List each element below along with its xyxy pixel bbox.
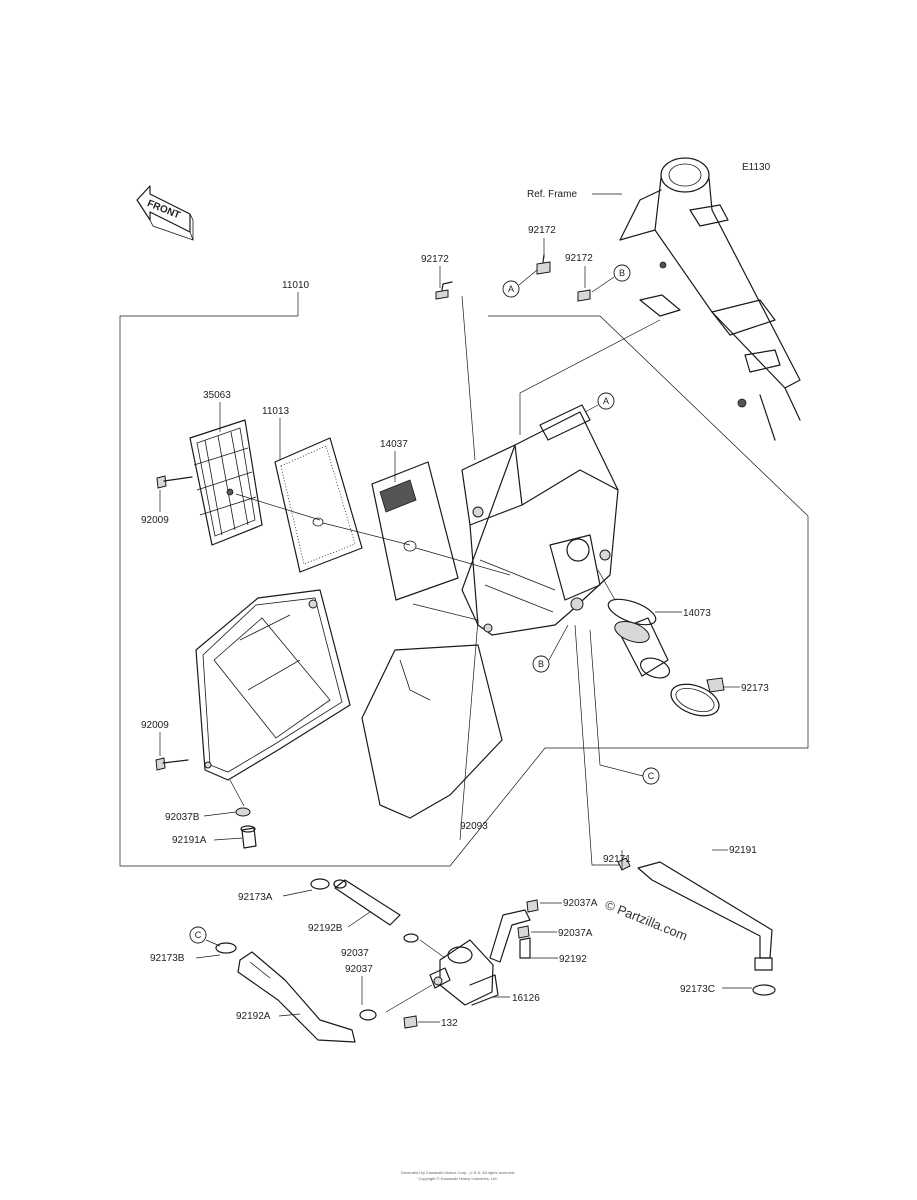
label-35063: 35063 [203, 390, 231, 401]
label-16126: 16126 [512, 993, 540, 1004]
label-11013: 11013 [262, 406, 290, 417]
label-14037: 14037 [380, 439, 408, 450]
frame-reference-drawing [619, 157, 801, 441]
footer-line-2: Copyright © Kawasaki Heavy Industries, L… [418, 1176, 497, 1181]
element-11013 [274, 437, 363, 573]
label-92173: 92173 [741, 683, 769, 694]
clip-92037a-2 [517, 925, 530, 939]
label-132: 132 [441, 1018, 458, 1029]
air-cleaner-housing [461, 404, 619, 636]
callout-b-1: B [619, 268, 625, 278]
frame-label: Ref. Frame [527, 189, 577, 200]
label-92172-top: 92172 [421, 254, 449, 265]
bolt-92172-top [435, 281, 453, 300]
label-11010: 11010 [282, 280, 310, 291]
label-92009-bottom: 92009 [141, 720, 169, 731]
label-92171: 92171 [603, 854, 631, 865]
clip-92037-1 [403, 933, 419, 943]
callout-c-2: C [195, 930, 202, 940]
label-92192: 92192 [559, 954, 587, 965]
label-92192b: 92192B [308, 923, 343, 934]
label-92173c: 92173C [680, 984, 715, 995]
band-14073 [607, 598, 671, 679]
front-arrow-label: FRONT [146, 198, 182, 221]
gasket-92093 [361, 644, 503, 819]
valve-16126 [429, 939, 499, 1006]
air-cleaner-cover [195, 589, 351, 781]
label-92173b: 92173B [150, 953, 185, 964]
label-92037-1: 92037 [341, 948, 369, 959]
label-92037a-2: 92037A [558, 928, 593, 939]
callout-a-2: A [603, 396, 609, 406]
clamp-92173 [670, 677, 725, 717]
bolt-132 [403, 1015, 418, 1029]
assembly-boundary [119, 315, 809, 867]
hose-92191a [240, 825, 257, 849]
label-92172-a: 92172 [528, 225, 556, 236]
callout-a-1: A [508, 284, 514, 294]
label-92093: 92093 [460, 821, 488, 832]
clip-92037a-1 [526, 899, 539, 913]
label-92037-2: 92037 [345, 964, 373, 975]
clip-92171 [617, 857, 631, 871]
bolt-92172-b [577, 289, 591, 302]
callout-b-2: B [538, 659, 544, 669]
diagram-code: E1130 [742, 162, 771, 173]
cap-92037b [235, 807, 251, 817]
label-92009-top: 92009 [141, 515, 169, 526]
label-92192a: 92192A [236, 1011, 271, 1022]
hose-92192a [237, 951, 356, 1043]
screen-35063 [189, 419, 263, 546]
label-92191: 92191 [729, 845, 757, 856]
clip-92037-2 [359, 1009, 377, 1021]
label-92173a: 92173A [238, 892, 273, 903]
element-sponge-14037 [371, 461, 459, 601]
hose-92192b [333, 879, 401, 926]
front-arrow-icon: FRONT [136, 185, 194, 241]
label-92191a: 92191A [172, 835, 207, 846]
screw-92009-bottom [155, 757, 189, 771]
hose-92191 [637, 861, 773, 971]
screw-92009-top [156, 475, 193, 489]
footer-line-1: Generated by Kawasaki Motors Corp., U.S.… [401, 1170, 516, 1175]
watermark: © Partzilla.com [603, 897, 690, 944]
clamp-92173c [752, 984, 776, 996]
label-92172-b: 92172 [565, 253, 593, 264]
label-92037b: 92037B [165, 812, 200, 823]
clamp-92173a [310, 878, 330, 890]
bolt-92172-a [536, 254, 551, 275]
callout-c-1: C [648, 771, 655, 781]
label-92037a-1: 92037A [563, 898, 598, 909]
clamp-92173b [215, 942, 237, 954]
label-14073: 14073 [683, 608, 711, 619]
